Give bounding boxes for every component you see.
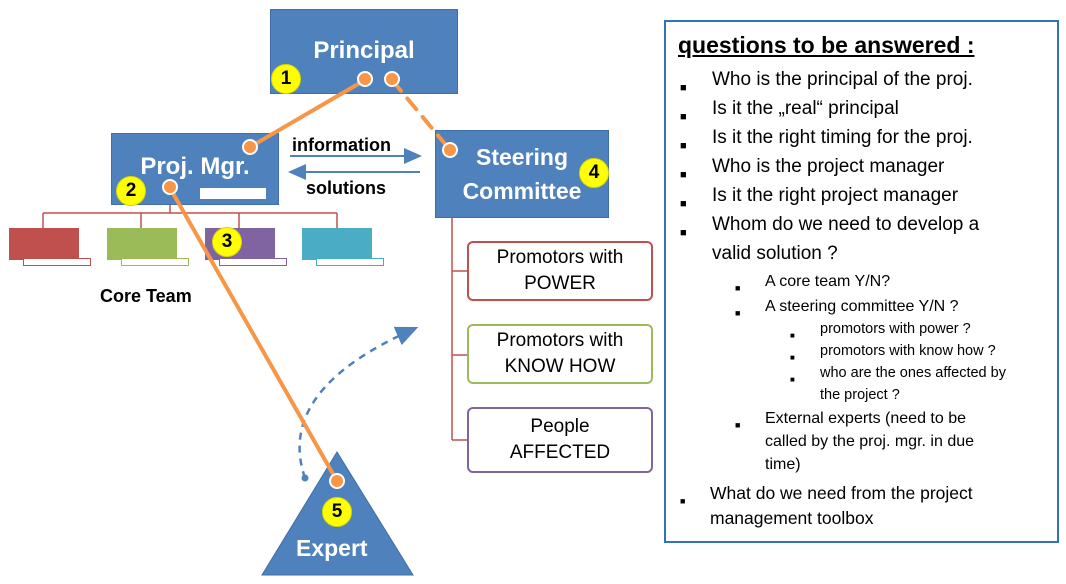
principal-label: Principal: [313, 36, 415, 64]
promotors-knowhow-line2: KNOW HOW: [504, 356, 616, 377]
questions-title: questions to be answered :: [678, 32, 975, 58]
question-subsubitem: ■promotors with know how ?: [790, 343, 996, 362]
core-team-member-green: [107, 228, 189, 266]
badge-4: 4: [579, 158, 609, 188]
question-subsubitem: ■who are the ones affected by: [790, 365, 1006, 384]
promotors-power-box: Promotors with POWER: [467, 241, 653, 301]
people-affected-box: People AFFECTED: [467, 407, 653, 473]
core-team-tree-lines: [42, 203, 338, 228]
question-subitem-continuation: time): [765, 456, 801, 473]
principal-node: Principal: [270, 9, 458, 94]
core-team-member-teal: [302, 228, 384, 266]
question-item: ■Is it the right timing for the proj.: [680, 127, 973, 152]
question-item: ■Is it the right project manager: [680, 185, 959, 210]
orange-connectors: [168, 78, 452, 483]
question-subitem: ■A steering committee Y/N ?: [735, 298, 959, 318]
steering-label-line1: Steering: [475, 144, 569, 170]
proj-mgr-label: Proj. Mgr.: [140, 153, 250, 180]
core-team-label: Core Team: [100, 286, 192, 306]
questions-panel: questions to be answered : ■Who is the p…: [664, 20, 1059, 543]
expert-dashed-arrow: [298, 326, 419, 479]
steering-label-line2: Committee: [462, 178, 582, 204]
question-item-continuation: management toolbox: [710, 508, 874, 528]
orange-connector-ends: [162, 71, 458, 489]
badge-1: 1: [271, 64, 301, 94]
promotors-power-line2: POWER: [524, 273, 596, 294]
people-affected-line2: AFFECTED: [509, 442, 611, 463]
question-subitem: ■A core team Y/N?: [735, 273, 891, 293]
question-subsubitem-continuation: the project ?: [820, 387, 900, 403]
badge-2: 2: [116, 176, 146, 206]
question-item: ■Is it the „real“ principal: [680, 98, 899, 123]
steering-tree-lines: [451, 218, 468, 441]
question-item: ■Who is the principal of the proj.: [680, 69, 973, 94]
badge-5: 5: [322, 497, 352, 527]
solutions-label: solutions: [306, 178, 386, 198]
people-affected-line1: People: [530, 416, 590, 437]
promotors-power-line1: Promotors with: [496, 247, 624, 268]
question-item: ■Whom do we need to develop a: [680, 214, 980, 239]
core-team-member-red: [9, 228, 91, 266]
question-subitem: ■External experts (need to be: [735, 410, 967, 430]
expert-dashed-arrow-start: [301, 474, 309, 482]
question-subitem-continuation: called by the proj. mgr. in due: [765, 433, 975, 450]
promotors-knowhow-line1: Promotors with: [496, 330, 624, 351]
expert-label: Expert: [296, 535, 368, 561]
question-item: ■What do we need from the project: [680, 483, 973, 506]
question-subsubitem: ■promotors with power ?: [790, 321, 971, 340]
information-label: information: [292, 135, 391, 155]
promotors-knowhow-box: Promotors with KNOW HOW: [467, 324, 653, 384]
question-item: ■Who is the project manager: [680, 156, 945, 181]
question-item-continuation: valid solution ?: [712, 243, 838, 264]
proj-mgr-tab: [200, 188, 266, 199]
badge-3: 3: [212, 227, 242, 257]
